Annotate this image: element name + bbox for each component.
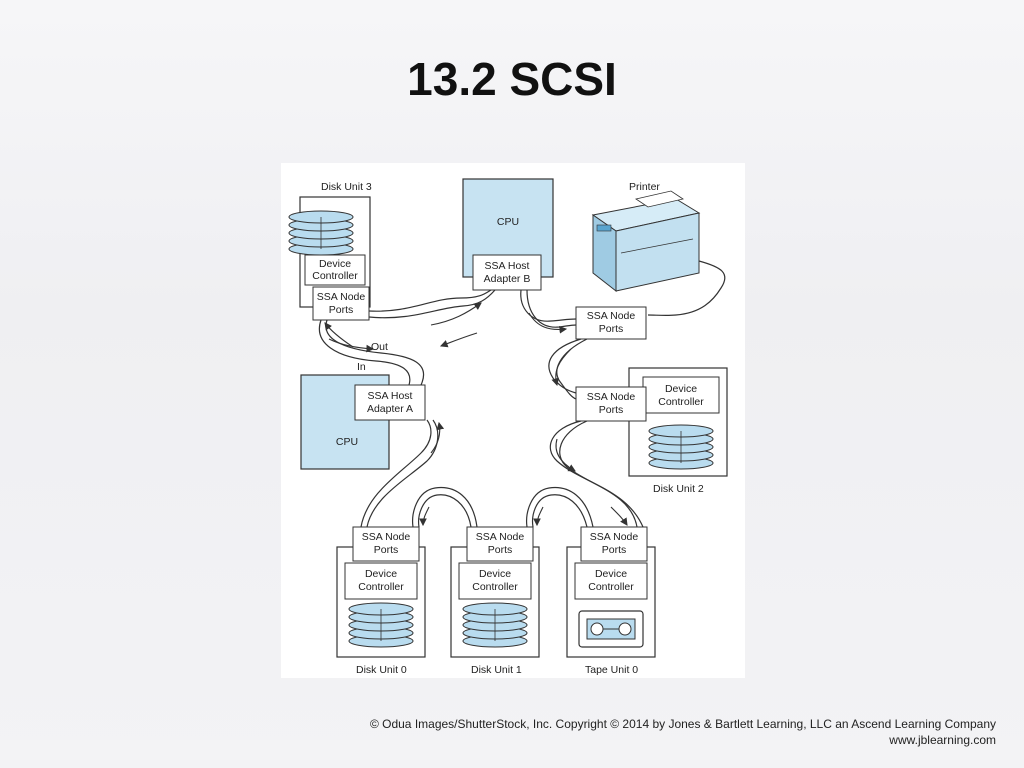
disk-unit-2-disk-icon [648, 424, 714, 470]
tape-unit-0-np-line1: SSA Node [590, 531, 639, 543]
cable-du3-adapter-a-out [325, 319, 425, 386]
arrow-from-adapter-b [439, 332, 478, 348]
disk-unit-2-dc-line1: Device [665, 383, 697, 395]
arrow-du2-down [555, 438, 576, 472]
printer-cable [647, 260, 726, 317]
printer-np-line2: Ports [599, 323, 624, 335]
tape-unit-0-ssa-node-ports [580, 526, 648, 562]
tape-cassette-icon [578, 610, 644, 648]
arrow-in-du3 [324, 322, 354, 348]
arrow-to-adapter-a [430, 421, 445, 454]
adapter-a-line1: SSA Host [368, 390, 413, 402]
adapter-b-line2: Adapter B [484, 273, 531, 285]
disk-unit-3-dc-line2: Controller [312, 270, 358, 282]
in-label: In [357, 361, 366, 373]
arrow-out-du3 [328, 338, 375, 353]
cable-du3-adapter-a-in [318, 319, 411, 386]
disk-unit-1-np-line1: SSA Node [476, 531, 525, 543]
disk-unit-3-disk-icon [288, 210, 354, 256]
tape-unit-0-label: Tape Unit 0 [585, 664, 638, 676]
disk-unit-1-device-controller [458, 562, 532, 600]
disk-unit-0-device-controller [344, 562, 418, 600]
tape-unit-0-dc-line2: Controller [588, 581, 634, 593]
cable-du2-node-tape-node-2 [559, 420, 638, 528]
disk-unit-3-device-controller [304, 254, 366, 286]
cable-du1-node-du0-node [418, 494, 472, 528]
slide-title: 13.2 SCSI [407, 53, 617, 105]
cpu-a-label: CPU [336, 436, 358, 448]
cable-du3-adapter-b-2 [368, 289, 496, 319]
cable-du0-node-adapter-a-2 [366, 419, 439, 528]
disk-unit-2-ssa-node-ports [575, 386, 647, 422]
flow-arrows [324, 302, 628, 527]
disk-unit-3-ssa-node-ports [312, 286, 370, 321]
disk-unit-0-np-line2: Ports [374, 544, 399, 556]
disk-unit-2-np-line1: SSA Node [587, 391, 636, 403]
disk-unit-1-disk-icon [462, 602, 528, 648]
cable-du1-node-du0-node-2 [412, 486, 478, 528]
printer-np-line1: SSA Node [587, 310, 636, 322]
disk-unit-3-label: Disk Unit 3 [321, 181, 372, 193]
printer-ssa-node-ports [575, 306, 647, 340]
arrow-to-adapter-b [430, 302, 482, 326]
disk-unit-1-np-line2: Ports [488, 544, 513, 556]
cable-du2-node-tape-node [549, 420, 644, 528]
cable-du0-node-adapter-a [360, 419, 432, 528]
copyright-text: © Odua Images/ShutterStock, Inc. Copyrig… [369, 717, 996, 731]
disk-unit-0-np-line1: SSA Node [362, 531, 411, 543]
arrow-to-tape-node [610, 506, 628, 526]
arrow-to-du1-node [533, 506, 544, 527]
publisher-website: www.jblearning.com [889, 733, 996, 747]
disk-unit-1-dc-line2: Controller [472, 581, 518, 593]
cable-adapter-b-printer-node-2 [526, 289, 577, 328]
arrow-to-du0-node [419, 506, 430, 527]
adapter-b-line1: SSA Host [485, 260, 530, 272]
cpu-b-label: CPU [497, 216, 519, 228]
disk-unit-3-dc-line1: Device [319, 258, 351, 270]
cable-tape-node-du1-node-2 [526, 486, 594, 528]
adapter-a-line2: Adapter A [367, 403, 413, 415]
disk-unit-1-dc-line1: Device [479, 568, 511, 580]
cable-tape-node-du1-node [531, 494, 588, 528]
disk-unit-2-device-controller [642, 376, 720, 414]
cable-du3-adapter-b [368, 289, 492, 312]
disk-unit-0-dc-line1: Device [365, 568, 397, 580]
disk-unit-3-np-line1: SSA Node [317, 291, 366, 303]
copyright-notice: © Odua Images/ShutterStock, Inc. Copyrig… [370, 716, 996, 748]
disk-unit-0-label: Disk Unit 0 [356, 664, 407, 676]
ssa-diagram: Disk Unit 3 Device Controller SSA Node P… [281, 163, 745, 678]
disk-unit-0-disk-icon [348, 602, 414, 648]
cable-adapter-b-printer-node [520, 289, 577, 322]
tape-unit-0-np-line2: Ports [602, 544, 627, 556]
tape-unit-0-dc-line1: Device [595, 568, 627, 580]
cable-printer-node-du2-node [548, 338, 582, 394]
tape-unit-0-device-controller [574, 562, 648, 600]
ssa-host-adapter-b [472, 254, 542, 291]
disk-unit-0-ssa-node-ports [352, 526, 420, 562]
disk-unit-3-np-line2: Ports [329, 304, 354, 316]
printer-label: Printer [629, 181, 660, 193]
disk-unit-1-ssa-node-ports [466, 526, 534, 562]
disk-unit-2-label: Disk Unit 2 [653, 483, 704, 495]
arrow-to-du2-node [551, 348, 572, 387]
ssa-diagram-svg: Disk Unit 3 Device Controller SSA Node P… [288, 178, 728, 676]
disk-unit-2-dc-line2: Controller [658, 396, 704, 408]
disk-unit-2-np-line2: Ports [599, 404, 624, 416]
printer-icon [591, 190, 701, 293]
ssa-cables [318, 289, 644, 528]
disk-unit-0-dc-line2: Controller [358, 581, 404, 593]
ssa-host-adapter-a [354, 384, 426, 421]
out-label: Out [371, 341, 388, 353]
arrow-to-printer-node [528, 312, 568, 334]
disk-unit-1-label: Disk Unit 1 [471, 664, 522, 676]
